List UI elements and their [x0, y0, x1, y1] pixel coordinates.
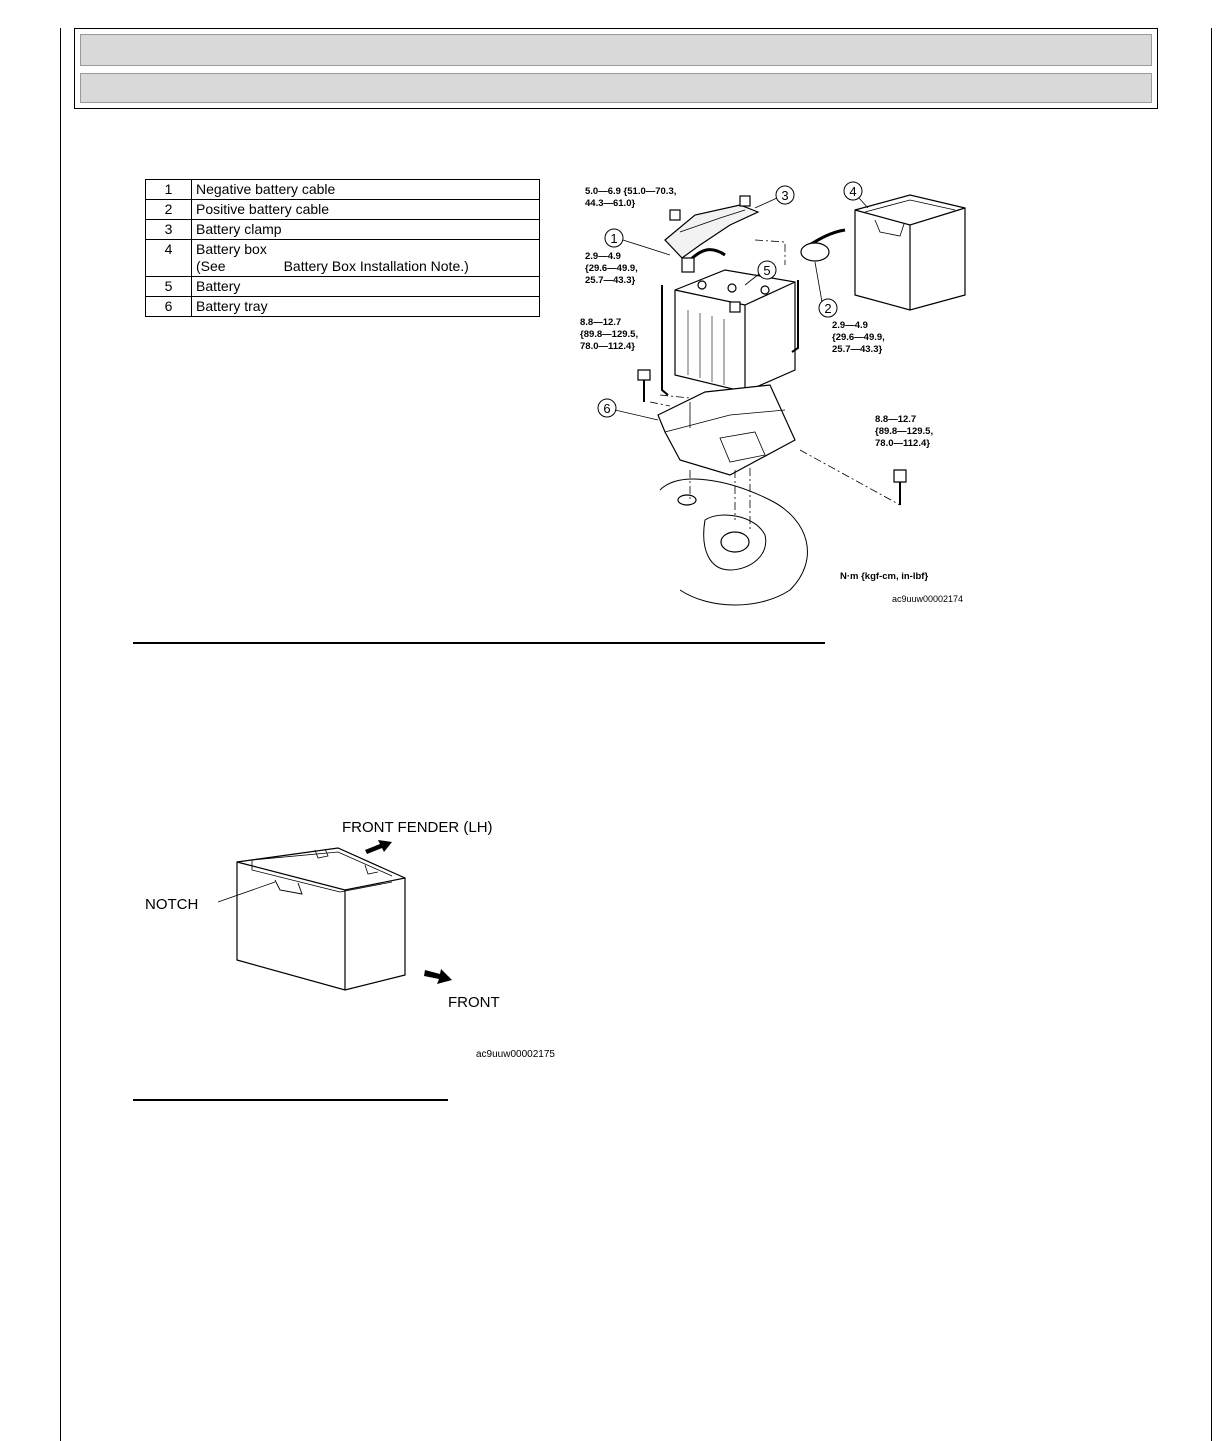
label-notch: NOTCH	[145, 896, 198, 913]
battery-exploded-diagram: 1 2 3 4 5 6 5.0—6.9 {51.0—70.3, 44.3—61.…	[580, 181, 966, 606]
battery-box-installation-note-link[interactable]: Battery Box Installation Note.)	[283, 258, 469, 274]
part-name: Battery	[191, 276, 540, 297]
table-row: 4 Battery box (See Battery Box Installati…	[145, 239, 540, 277]
callout-6: 6	[603, 401, 610, 416]
header-box	[74, 28, 1158, 109]
battery-box-orientation-diagram: FRONT FENDER (LH) NOTCH FRONT ac9uuw0000…	[145, 819, 555, 1060]
section-rule-1	[133, 642, 825, 644]
part-name: Battery tray	[191, 296, 540, 317]
torque-clamp-nut-line2: 44.3—61.0}	[585, 198, 635, 209]
table-row: 6 Battery tray	[145, 296, 540, 317]
part-name: Battery box	[196, 241, 267, 257]
torque-tray-right-line2: {89.8—129.5,	[875, 426, 933, 437]
part-number: 6	[145, 296, 192, 317]
table-row: 2 Positive battery cable	[145, 199, 540, 220]
torque-tray-left-line3: 78.0—112.4}	[580, 341, 635, 352]
torque-units: N·m {kgf-cm, in-lbf}	[840, 571, 928, 582]
callout-3: 3	[781, 188, 788, 203]
torque-neg-cable-line2: {29.6—49.9,	[585, 263, 638, 274]
page-border-right	[1211, 28, 1212, 1441]
part-number: 4	[145, 239, 192, 277]
torque-tray-left-line1: 8.8—12.7	[580, 317, 621, 328]
table-row: 5 Battery	[145, 276, 540, 297]
parts-table: 1 Negative battery cable 2 Positive batt…	[145, 179, 540, 317]
header-bar-bottom	[80, 73, 1152, 103]
label-front: FRONT	[448, 994, 500, 1011]
label-front-fender-lh: FRONT FENDER (LH)	[342, 819, 493, 836]
figure-id-1: ac9uuw00002174	[892, 594, 963, 604]
part-note: (See Battery Box Installation Note.)	[196, 258, 535, 275]
torque-neg-cable-line3: 25.7—43.3}	[585, 275, 635, 286]
torque-tray-right-line1: 8.8—12.7	[875, 414, 916, 425]
callout-2: 2	[824, 301, 831, 316]
callout-1: 1	[610, 231, 617, 246]
part-name: Positive battery cable	[191, 199, 540, 220]
table-row: 3 Battery clamp	[145, 219, 540, 240]
torque-pos-cable-line3: 25.7—43.3}	[832, 344, 882, 355]
torque-pos-cable-line2: {29.6—49.9,	[832, 332, 885, 343]
section-rule-2	[133, 1099, 448, 1101]
note-prefix: (See	[196, 258, 226, 274]
callout-4: 4	[849, 184, 856, 199]
torque-tray-left-line2: {89.8—129.5,	[580, 329, 638, 340]
table-row: 1 Negative battery cable	[145, 179, 540, 200]
figure-id-2: ac9uuw00002175	[476, 1049, 555, 1060]
header-bar-top	[80, 34, 1152, 66]
torque-tray-right-line3: 78.0—112.4}	[875, 438, 930, 449]
part-number: 1	[145, 179, 192, 200]
callout-5: 5	[763, 263, 770, 278]
part-name: Battery clamp	[191, 219, 540, 240]
part-name: Negative battery cable	[191, 179, 540, 200]
part-name-with-note: Battery box (See Battery Box Installation…	[191, 239, 540, 277]
part-number: 5	[145, 276, 192, 297]
part-number: 2	[145, 199, 192, 220]
part-number: 3	[145, 219, 192, 240]
page-border-left	[60, 28, 61, 1441]
torque-neg-cable-line1: 2.9—4.9	[585, 251, 621, 262]
torque-clamp-nut-line1: 5.0—6.9 {51.0—70.3,	[585, 186, 676, 197]
torque-pos-cable-line1: 2.9—4.9	[832, 320, 868, 331]
